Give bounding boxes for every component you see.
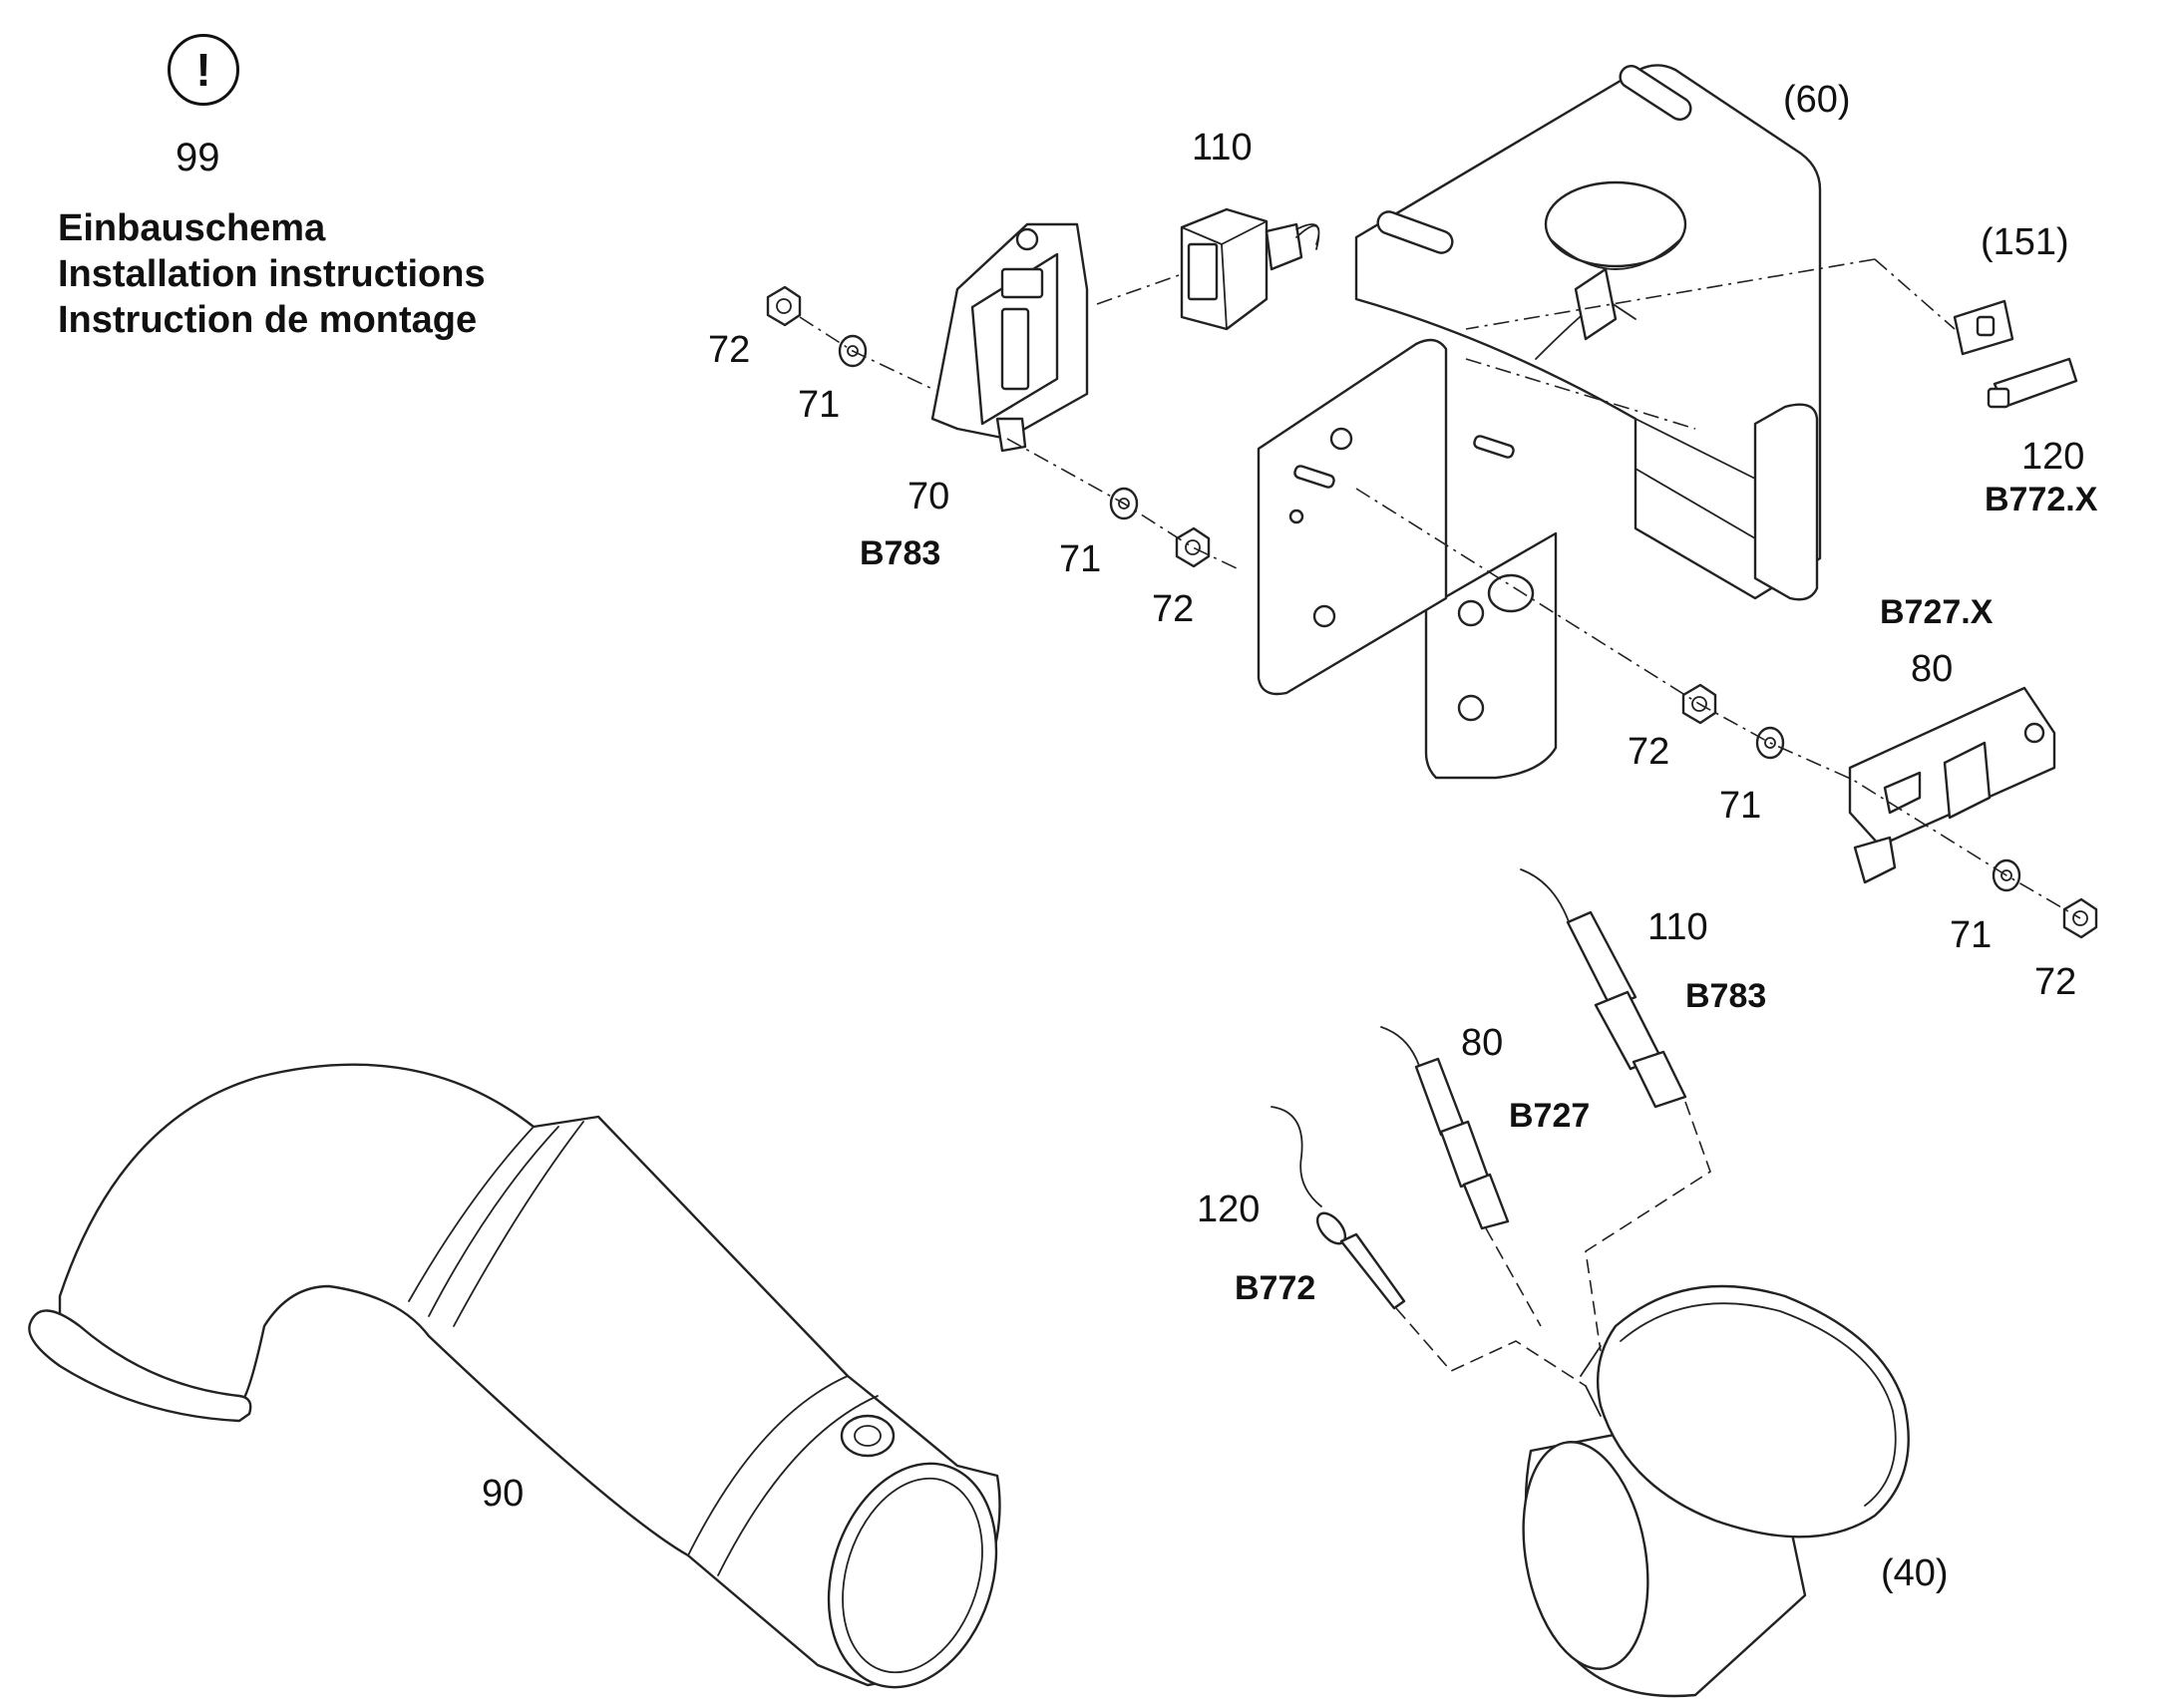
label-nut-72-d: 72 (2034, 961, 2076, 1003)
header-line-german: Einbauschema (58, 207, 326, 249)
label-bracket-60: (60) (1783, 79, 1851, 121)
sensor-120 (1271, 1106, 1406, 1310)
label-sensor-80: 80 (1461, 1022, 1503, 1064)
connector-110 (1180, 207, 1320, 331)
exhaust-pipe-90 (28, 1063, 1001, 1689)
mounting-bracket (1257, 64, 1822, 780)
label-sensor-120-code: B772 (1235, 1269, 1315, 1307)
label-sensor-80-code: B727 (1509, 1097, 1590, 1135)
exclamation-circle-icon: ! (168, 34, 239, 106)
label-washer-71-d: 71 (1950, 914, 1992, 956)
note-number: 99 (176, 136, 220, 179)
label-module-80-code: B727.X (1880, 593, 1994, 631)
label-module-70-code: B783 (860, 534, 940, 572)
sensor-110 (1520, 868, 1687, 1109)
sensor-80 (1380, 1026, 1510, 1230)
label-module-80: 80 (1911, 648, 1953, 690)
label-sensor-110: 110 (1647, 906, 1708, 948)
label-housing-40: (40) (1881, 1552, 1949, 1594)
label-plug-120-code: B772.X (1985, 481, 2098, 518)
label-washer-71-a: 71 (798, 384, 840, 426)
plug-120 (1987, 357, 2078, 409)
header-line-french: Instruction de montage (58, 299, 478, 341)
label-module-70: 70 (908, 476, 949, 517)
label-plug-120: 120 (2021, 436, 2084, 478)
label-sensor-120: 120 (1197, 1189, 1260, 1230)
control-module-80 (1848, 686, 2056, 884)
label-washer-71-b: 71 (1059, 538, 1101, 580)
nut-72-a (766, 285, 802, 327)
label-connector-110: 110 (1192, 127, 1253, 169)
label-sensor-110-code: B783 (1685, 977, 1766, 1015)
nut-72-b (1175, 526, 1211, 568)
label-holder-151: (151) (1981, 221, 2069, 263)
control-module-70 (930, 222, 1089, 453)
housing-40 (1522, 1284, 1910, 1698)
label-washer-71-c: 71 (1719, 785, 1761, 827)
label-nut-72-c: 72 (1628, 731, 1669, 773)
holder-151 (1953, 299, 2014, 356)
header-line-english: Installation instructions (58, 253, 486, 295)
label-pipe-90: 90 (482, 1473, 524, 1515)
label-nut-72-b: 72 (1152, 588, 1194, 630)
label-nut-72-a: 72 (708, 329, 750, 371)
